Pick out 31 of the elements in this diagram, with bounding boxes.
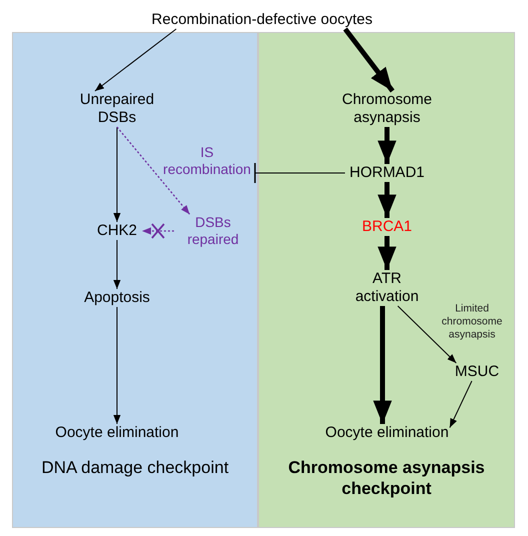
arrow (378, 236, 396, 270)
node-label: ATR activation (342, 270, 432, 306)
inhibition-line (254, 162, 346, 184)
panel-heading: DNA damage checkpoint (40, 457, 230, 478)
edge-label: Limited chromosome asynapsis (440, 302, 504, 342)
arrow (397, 306, 457, 364)
node-label: Apoptosis (74, 289, 160, 307)
checkpoint-panel (12, 32, 258, 528)
node-label: CHK2 (92, 222, 142, 240)
node-label: Oocyte elimination (314, 424, 460, 442)
arrow (449, 380, 472, 428)
node-label: IS recombination (159, 144, 255, 178)
node-label: HORMAD1 (345, 164, 429, 182)
node-label: BRCA1 (357, 218, 417, 236)
node-label: Oocyte elimination (44, 424, 190, 442)
arrow (343, 27, 394, 93)
panel-heading: Chromosome asynapsis checkpoint (287, 457, 486, 499)
arrow (378, 127, 396, 164)
arrow (373, 306, 392, 424)
arrow (113, 240, 121, 290)
node-label: Unrepaired DSBs (62, 91, 172, 127)
node-label: DSBs repaired (174, 214, 252, 248)
node-label: Recombination-defective oocytes (132, 11, 392, 29)
node-label: MSUC (451, 363, 503, 381)
arrow (142, 227, 174, 235)
checkpoint-panel (258, 32, 515, 528)
arrow (378, 182, 396, 218)
arrow (116, 126, 190, 215)
node-label: Chromosome asynapsis (332, 91, 442, 127)
arrow (113, 306, 121, 424)
arrow (113, 126, 121, 222)
